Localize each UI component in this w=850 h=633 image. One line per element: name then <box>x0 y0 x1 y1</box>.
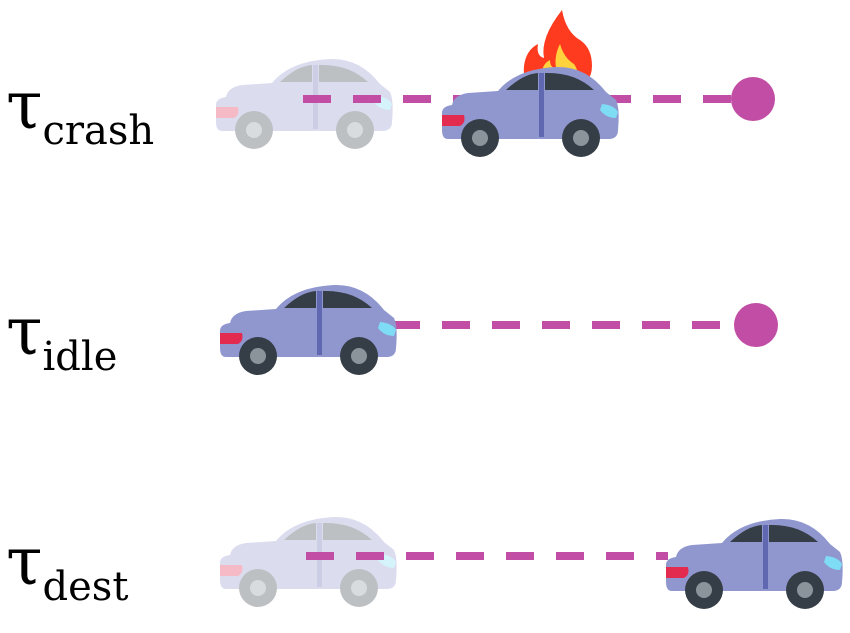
row-idle-symbol: τ <box>6 293 43 370</box>
crashed-car <box>442 66 619 157</box>
row-idle: τidle <box>6 284 778 380</box>
goal-marker <box>731 77 775 121</box>
row-dest-symbol: τ <box>6 523 43 600</box>
start-car-ghost <box>220 516 397 607</box>
row-idle-subscript: idle <box>43 334 118 380</box>
row-dest: τdest <box>6 516 843 610</box>
start-car-ghost <box>216 58 393 149</box>
row-idle-label: τidle <box>6 293 117 380</box>
row-crash-subscript: crash <box>43 108 155 154</box>
row-dest-subscript: dest <box>43 564 129 610</box>
row-crash-symbol: τ <box>6 67 43 144</box>
goal-marker <box>734 303 778 347</box>
idle-car <box>220 284 397 375</box>
row-crash: τcrash <box>6 10 775 157</box>
arrived-car <box>666 518 843 609</box>
row-dest-label: τdest <box>6 523 128 610</box>
row-crash-label: τcrash <box>6 67 154 154</box>
